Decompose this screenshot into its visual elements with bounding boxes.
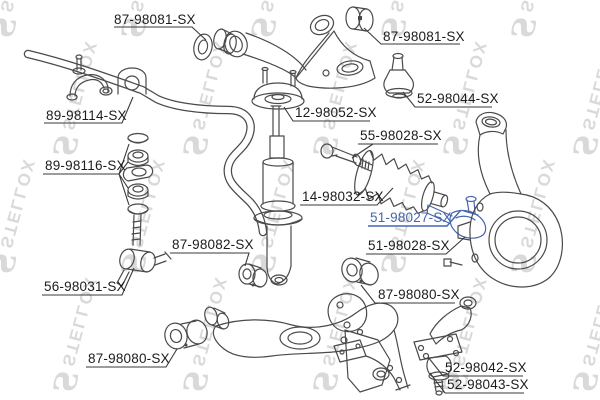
label-87-98081-sx-top-left: 87-98081-SX xyxy=(114,12,196,27)
label-87-98081-sx-top-right: 87-98081-SX xyxy=(383,29,465,44)
shock-absorber-drawing xyxy=(253,105,303,286)
label-51-98028-sx: 51-98028-SX xyxy=(368,238,450,253)
label-89-98114-sx: 89-98114-SX xyxy=(46,108,127,123)
outer-tie-rod-end-drawing xyxy=(426,195,487,239)
label-52-98043-sx: 52-98043-SX xyxy=(447,377,529,392)
upper-arm-bushing-left-drawing xyxy=(193,28,237,61)
label-55-98028-sx: 55-98028-SX xyxy=(360,128,442,143)
label-87-98080-sx-right: 87-98080-SX xyxy=(378,287,460,302)
label-52-98042-sx: 52-98042-SX xyxy=(445,360,527,375)
strut-mount-drawing xyxy=(251,66,305,110)
shock-bushing-drawing xyxy=(238,263,268,288)
upper-control-arm-drawing xyxy=(224,14,376,89)
stabilizer-bushing-drawing xyxy=(117,67,147,95)
label-12-98052-sx: 12-98052-SX xyxy=(295,105,377,120)
part-labels: 87-98081-SX 87-98081-SX 89-98114-SX 12-9… xyxy=(44,12,529,392)
label-14-98032-sx: 14-98032-SX xyxy=(302,189,384,204)
lower-control-arm-drawing xyxy=(164,302,411,391)
label-52-98044-sx: 52-98044-SX xyxy=(417,91,499,106)
leader-lines xyxy=(42,26,524,394)
inner-tie-rod-drawing xyxy=(320,143,373,172)
lower-ball-joint-drawing xyxy=(413,296,477,396)
lower-arm-rear-bushing-drawing xyxy=(327,257,391,393)
stabilizer-bracket-drawing xyxy=(66,54,113,101)
label-87-98082-sx: 87-98082-SX xyxy=(172,237,254,252)
upper-ball-joint-drawing xyxy=(383,52,415,99)
label-51-98027-sx-highlighted[interactable]: 51-98027-SX xyxy=(370,210,452,225)
label-89-98116-sx: 89-98116-SX xyxy=(45,158,126,173)
stabilizer-link-drawing xyxy=(116,132,172,287)
steering-knuckle-drawing xyxy=(443,111,563,288)
steering-boot-drawing xyxy=(354,150,449,214)
label-56-98031-sx: 56-98031-SX xyxy=(44,279,126,294)
label-87-98080-sx-bottom: 87-98080-SX xyxy=(88,351,170,366)
stabilizer-bar-drawing xyxy=(23,49,268,237)
upper-arm-bushing-right-drawing xyxy=(345,6,374,32)
